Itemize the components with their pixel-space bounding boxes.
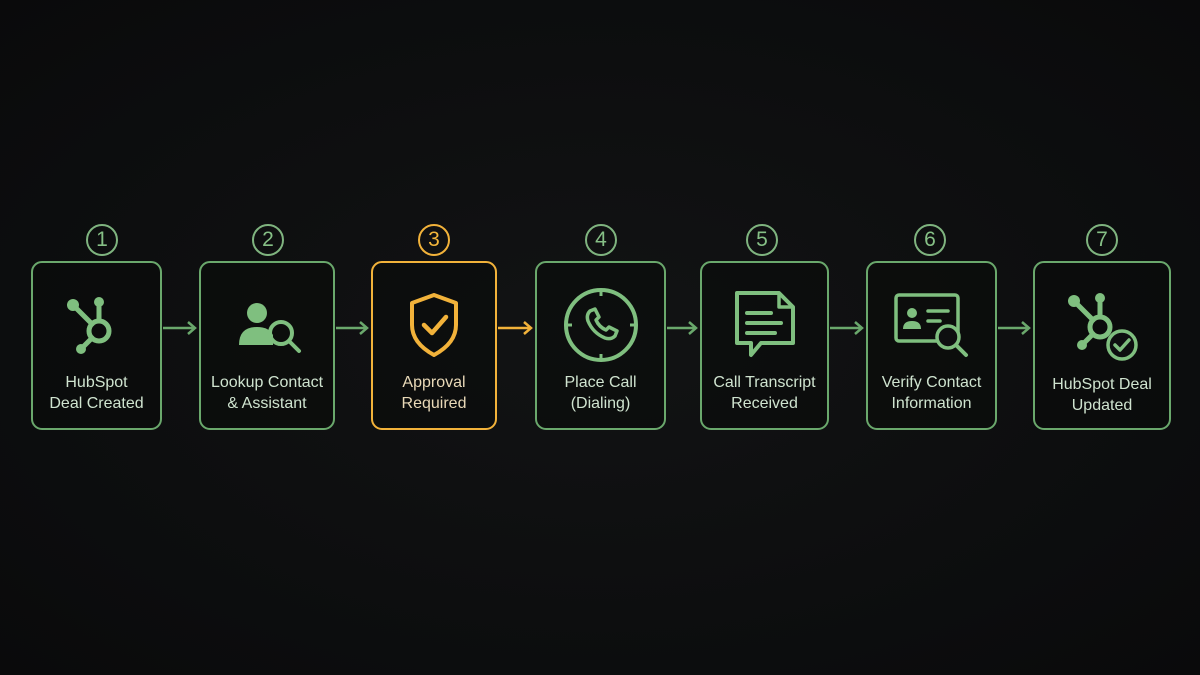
connector-arrow-2-3 — [336, 321, 369, 335]
phone-icon — [563, 288, 638, 362]
step-box-1: HubSpot Deal Created — [31, 261, 162, 430]
step-box-6: Verify Contact Information — [866, 261, 997, 430]
step-number-7: 7 — [1086, 224, 1118, 256]
step-label-5: Call Transcript Received — [713, 374, 816, 412]
step-number-1: 1 — [86, 224, 118, 256]
step-number-4: 4 — [585, 224, 617, 256]
step-box-2: Lookup Contact & Assistant — [199, 261, 335, 430]
step-box-3: Approval Required — [371, 261, 497, 430]
step-label-7: HubSpot Deal Updated — [1052, 376, 1152, 414]
connector-arrow-1-2 — [163, 321, 197, 335]
connector-arrow-5-6 — [830, 321, 864, 335]
id-card-search-icon — [893, 293, 968, 357]
transcript-icon — [734, 291, 795, 357]
step-box-7: HubSpot Deal Updated — [1033, 261, 1171, 430]
hubspot-check-icon — [1068, 293, 1138, 361]
connector-arrow-4-5 — [667, 321, 698, 335]
step-number-2: 2 — [252, 224, 284, 256]
step-box-4: Place Call (Dialing) — [535, 261, 666, 430]
step-label-2: Lookup Contact & Assistant — [210, 374, 324, 412]
step-label-1: HubSpot Deal Created — [49, 374, 144, 412]
step-number-5: 5 — [746, 224, 778, 256]
hubspot-icon — [66, 297, 111, 354]
step-box-5: Call Transcript Received — [700, 261, 829, 430]
step-number-6: 6 — [914, 224, 946, 256]
connector-arrow-3-4 — [498, 321, 533, 335]
connector-arrow-6-7 — [998, 321, 1031, 335]
step-number-3: 3 — [418, 224, 450, 256]
step-label-4: Place Call (Dialing) — [564, 374, 637, 412]
person-search-icon — [239, 303, 301, 353]
step-label-3: Approval Required — [401, 374, 467, 412]
shield-check-icon — [410, 293, 458, 357]
step-label-6: Verify Contact Information — [881, 374, 982, 412]
